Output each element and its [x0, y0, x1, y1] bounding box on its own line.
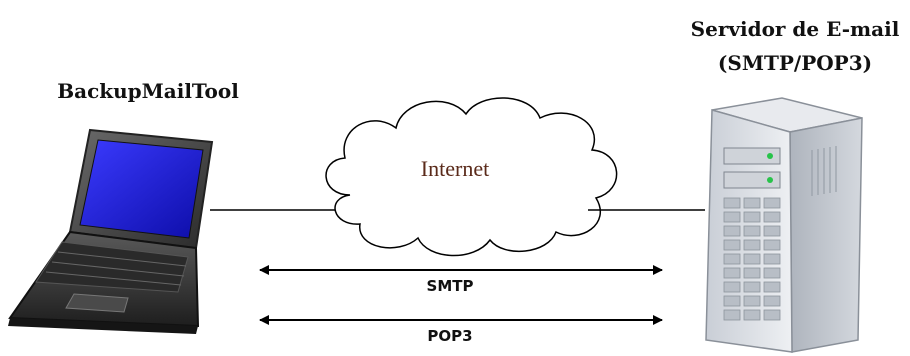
status-led-icon	[767, 153, 773, 159]
server-tower-icon	[705, 97, 863, 353]
client-label: BackupMailTool	[57, 79, 239, 103]
laptop-icon	[8, 128, 214, 334]
server-title-line1: Servidor de E-mail	[691, 17, 900, 41]
server-title-line2: (SMTP/POP3)	[718, 51, 872, 75]
status-led-icon	[767, 177, 773, 183]
cloud-icon	[325, 97, 618, 257]
smtp-label: SMTP	[427, 277, 474, 295]
internet-label: Internet	[421, 156, 489, 181]
pop3-label: POP3	[427, 327, 472, 345]
